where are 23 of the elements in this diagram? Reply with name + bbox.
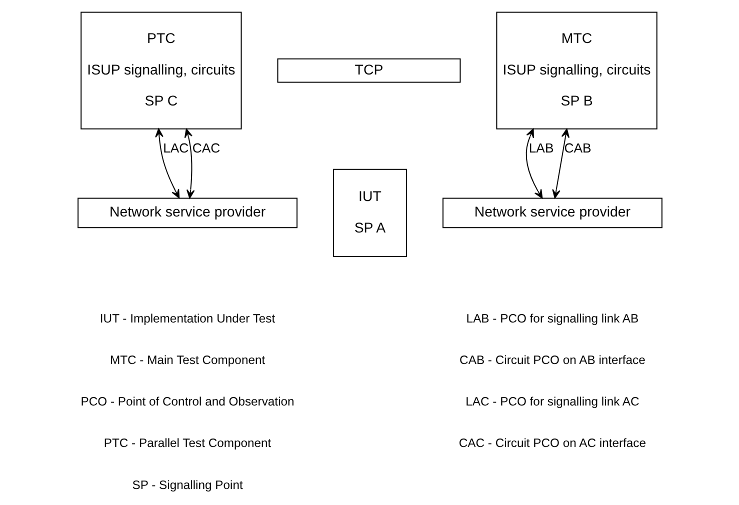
label: MTC - Main Test Component xyxy=(109,353,265,368)
edge-label: CAB xyxy=(564,140,591,156)
node-box: Network service provider xyxy=(77,198,298,228)
arrow xyxy=(154,128,180,198)
node-box: IUT SP A xyxy=(332,168,406,258)
label: IUT - Implementation Under Test xyxy=(99,312,275,326)
label: SP - Signalling Point xyxy=(132,478,242,492)
edge-label: CAC xyxy=(192,140,220,156)
label: CAB - Circuit PCO on AB interface xyxy=(459,353,645,368)
node-box: PTC ISUP signalling, circuits SP C xyxy=(80,12,242,130)
arrow xyxy=(552,128,570,199)
node-box: MTC ISUP signalling, circuits SP B xyxy=(496,12,657,130)
arrow xyxy=(525,128,542,199)
label: PTC - Parallel Test Component xyxy=(103,436,271,450)
edge-label: LAB xyxy=(528,140,554,156)
arrow xyxy=(184,128,194,199)
label: LAB - PCO for signalling link AB xyxy=(466,312,638,326)
node-box: Network service provider xyxy=(442,198,662,228)
edge-label: LAC xyxy=(162,140,188,156)
label: LAC - PCO for signalling link AC xyxy=(465,394,639,409)
label: PCO - Point of Control and Observation xyxy=(80,394,294,409)
node-box: TCP xyxy=(276,58,460,83)
label: CAC - Circuit PCO on AC interface xyxy=(458,436,646,450)
